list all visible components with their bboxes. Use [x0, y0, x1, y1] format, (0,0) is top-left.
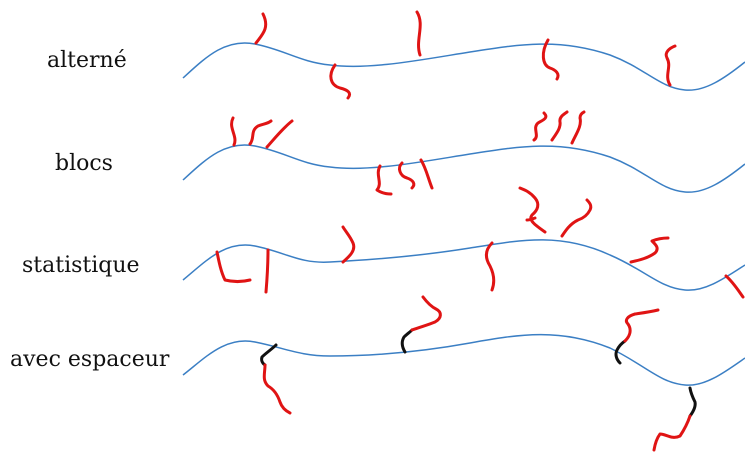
graft-chain — [215, 250, 252, 283]
spacer-chain — [260, 343, 278, 367]
graft-chain — [410, 295, 442, 332]
graft-chain — [629, 236, 670, 264]
graft-chain — [652, 414, 692, 452]
row-alterne — [182, 10, 745, 100]
graft-chain — [329, 63, 352, 100]
graft-chain — [623, 308, 660, 343]
graft-chain — [375, 164, 393, 196]
graft-chain — [724, 274, 745, 299]
graft-chain — [419, 158, 434, 190]
graft-chain — [570, 110, 586, 145]
backbone-chain — [182, 333, 745, 386]
graft-chain — [525, 216, 537, 222]
graft-chain — [265, 119, 294, 149]
graft-chain — [550, 110, 569, 142]
spacer-chain — [688, 386, 697, 418]
row-statistique — [182, 186, 745, 299]
graft-chain — [264, 248, 270, 294]
backbone-chain — [182, 239, 745, 291]
graft-chain — [518, 186, 547, 234]
backbone-chain — [182, 42, 745, 91]
graft-chain — [664, 44, 677, 87]
label-statistique: statistique — [22, 253, 140, 278]
graft-chain — [485, 241, 496, 292]
graft-chain — [532, 111, 548, 142]
graft-chain — [341, 225, 356, 264]
graft-chain — [262, 363, 292, 415]
graft-chain — [254, 12, 268, 45]
row-avec-espaceur — [182, 295, 745, 452]
graft-chain — [541, 38, 560, 81]
graft-chain — [415, 10, 422, 57]
label-alterne: alterné — [47, 48, 127, 73]
spacer-chain — [614, 339, 627, 365]
label-avec-espaceur: avec espaceur — [10, 347, 170, 372]
backbone-chain — [182, 144, 745, 193]
row-blocs — [182, 110, 745, 196]
graft-chain — [560, 198, 593, 238]
spacer-chain — [400, 328, 414, 354]
graft-chain — [230, 116, 237, 147]
graft-chain — [398, 161, 416, 190]
label-blocs: blocs — [55, 151, 113, 176]
graft-chain — [248, 119, 273, 146]
